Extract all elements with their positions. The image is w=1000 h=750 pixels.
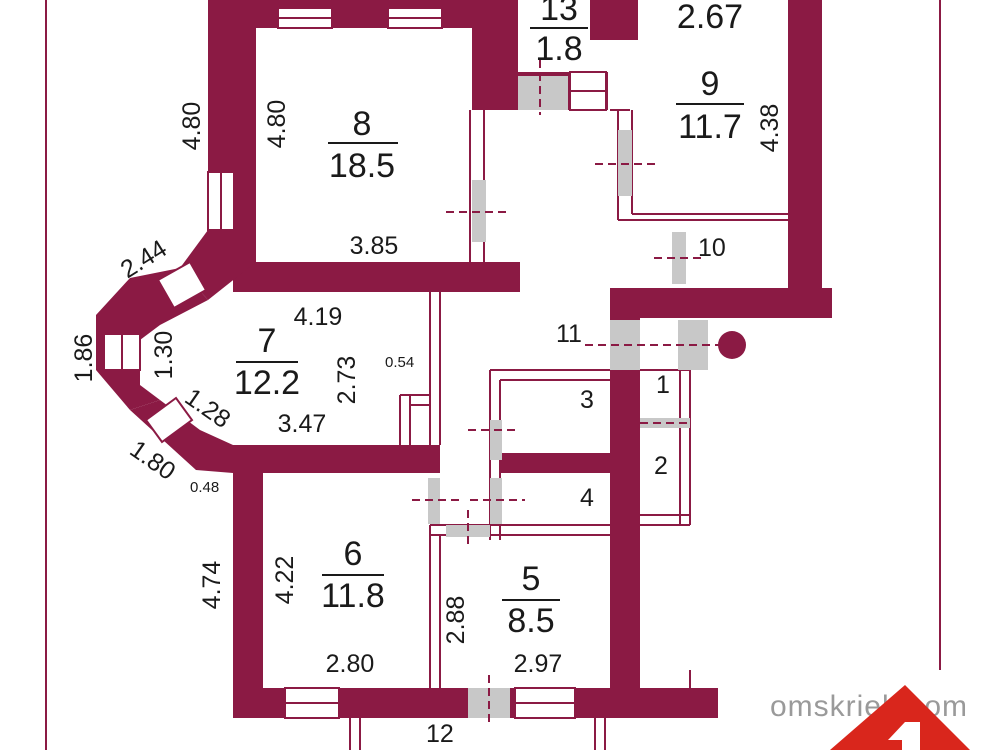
- dim-inner-4-80: 4.80: [263, 100, 291, 149]
- dim-1-86: 1.86: [70, 334, 98, 383]
- dim-2-73: 2.73: [333, 356, 361, 405]
- dim-4-38: 4.38: [756, 104, 784, 153]
- room-9-area: 11.7: [678, 108, 742, 146]
- windows: [103, 7, 607, 719]
- room-4-number: 4: [580, 484, 594, 512]
- room-5-area: 8.5: [507, 602, 554, 640]
- thin-partitions: [349, 109, 790, 750]
- room-11-number: 11: [556, 320, 582, 348]
- room-3-number: 3: [580, 386, 594, 414]
- room-partial-area: 2.67: [677, 0, 743, 36]
- dim-4-74: 4.74: [198, 561, 226, 610]
- room-8-area: 18.5: [329, 147, 395, 185]
- door-axes: [412, 60, 730, 725]
- dim-outer-4-80: 4.80: [178, 102, 206, 151]
- room-7-number: 7: [258, 322, 277, 360]
- dim-0-48: 0.48: [190, 479, 219, 496]
- room-5-number: 5: [522, 560, 541, 598]
- entrance-marker: [718, 331, 746, 359]
- dim-2-80: 2.80: [326, 650, 375, 678]
- dim-4-22: 4.22: [271, 556, 299, 605]
- room-13-area: 1.8: [535, 30, 582, 68]
- room-13-number: 13: [540, 0, 578, 28]
- room-1-number: 1: [656, 371, 670, 399]
- dim-1-30: 1.30: [150, 331, 178, 380]
- dim-0-54: 0.54: [385, 354, 414, 371]
- dim-2-97: 2.97: [514, 650, 563, 678]
- room-9-number: 9: [701, 65, 720, 103]
- room-7-area: 12.2: [234, 364, 300, 402]
- room-8-number: 8: [353, 105, 372, 143]
- dim-2-88: 2.88: [442, 596, 470, 645]
- dim-4-19: 4.19: [294, 303, 343, 331]
- dim-3-47: 3.47: [278, 410, 327, 438]
- room-6-area: 11.8: [321, 577, 385, 615]
- room-6-number: 6: [344, 535, 363, 573]
- site-boundary: [45, 0, 941, 750]
- room-12-number: 12: [426, 720, 454, 748]
- room-2-number: 2: [654, 452, 668, 480]
- brand-logo: [830, 685, 970, 750]
- room-10-number: 10: [698, 234, 726, 262]
- dim-3-85: 3.85: [350, 232, 399, 260]
